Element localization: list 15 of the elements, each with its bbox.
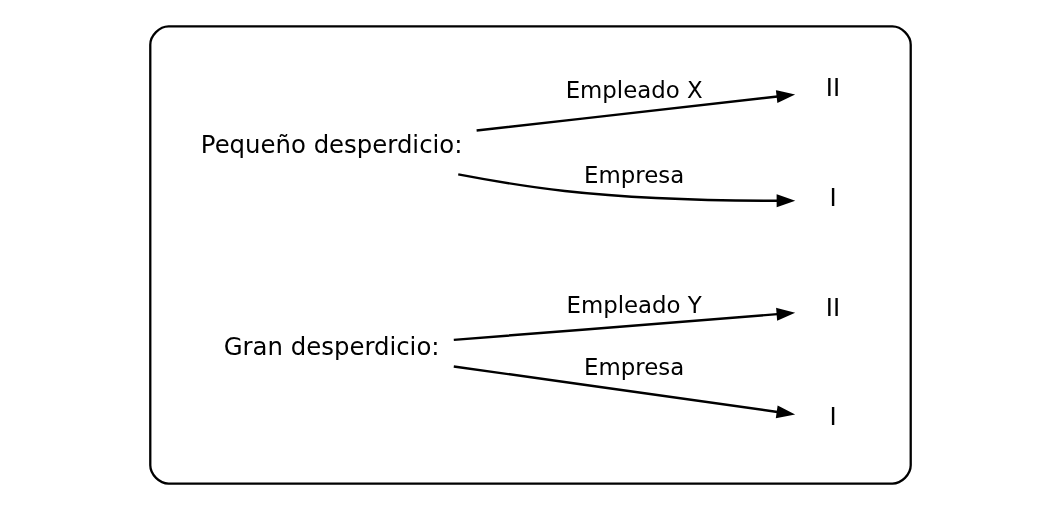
edge-label: Empresa [583, 162, 684, 189]
arrow [453, 307, 795, 342]
cluster [148, 25, 912, 485]
edge-label: Empresa [583, 354, 684, 381]
node-text: Gran desperdicio: [223, 332, 440, 362]
node-text: II [825, 292, 840, 322]
edge-label: Empleado Y [565, 291, 702, 318]
arrow [475, 90, 795, 132]
node-text: Pequeño desperdicio: [200, 129, 462, 159]
node-text: I [828, 402, 837, 432]
node-text: II [825, 73, 840, 103]
node-text: I [828, 182, 837, 212]
arrow [457, 173, 795, 208]
edge-label: Empleado X [565, 77, 703, 104]
arrow [453, 365, 795, 419]
